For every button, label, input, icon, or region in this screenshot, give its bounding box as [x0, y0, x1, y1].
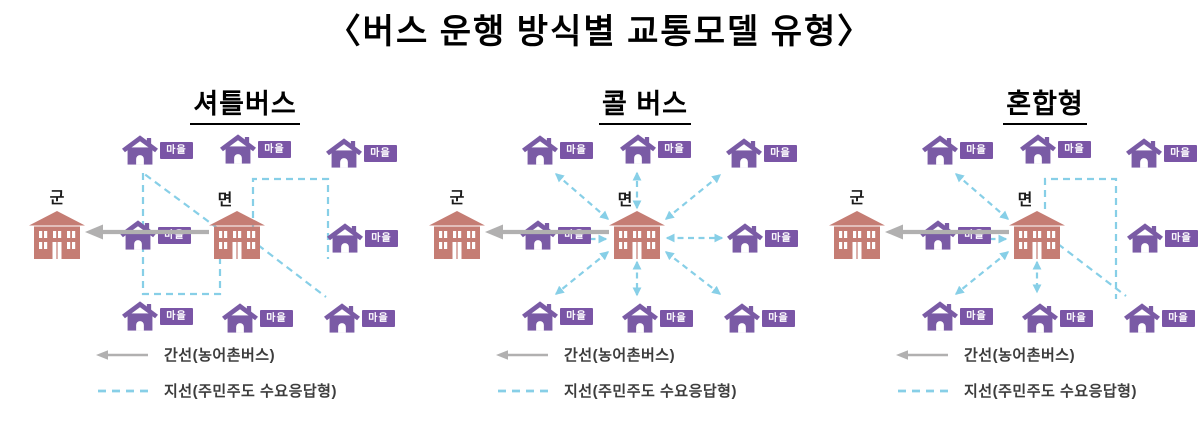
legend-branch-label: 지선(주민주도 수요응답형)	[564, 383, 737, 400]
legend-branch-label: 지선(주민주도 수요응답형)	[164, 383, 337, 400]
village-house-icon	[727, 223, 763, 253]
village-badge: 마을	[362, 310, 395, 327]
village-house-icon	[222, 303, 258, 333]
branch-route-loop	[1043, 177, 1127, 299]
village-badge: 마을	[1058, 141, 1091, 158]
panel-shuttle-bus: 셔틀버스 마을 마을 마을 마을 마을 마을	[0, 78, 400, 432]
township-building-icon	[1009, 211, 1065, 259]
village-house-icon	[1020, 134, 1056, 164]
panel-title: 콜 버스	[598, 82, 692, 125]
call-route-diagram	[429, 134, 763, 333]
legend-trunk-arrow-icon	[496, 349, 548, 360]
village-house-icon	[922, 135, 958, 165]
county-building-icon	[829, 211, 885, 259]
panel-title-wrap: 혼합형	[890, 82, 1200, 125]
legend: 간선(농어촌버스) 지선(주민주도 수요응답형)	[92, 344, 337, 401]
village-house-icon	[920, 220, 956, 250]
village-house-icon	[622, 303, 658, 333]
village-badge: 마을	[258, 141, 291, 158]
county-building-icon	[29, 211, 85, 259]
township-building-icon	[609, 211, 665, 259]
township-building-icon	[209, 211, 265, 259]
panel-title-wrap: 콜 버스	[490, 82, 800, 125]
panel-mixed: 혼합형	[800, 78, 1200, 432]
village-badge: 마을	[160, 142, 193, 159]
village-house-icon	[620, 134, 656, 164]
village-house-icon	[122, 301, 158, 331]
legend: 간선(농어촌버스) 지선(주민주도 수요응답형)	[492, 344, 737, 401]
village-house-icon	[1124, 303, 1160, 333]
village-badge: 마을	[1164, 145, 1197, 162]
village-badge: 마을	[560, 142, 593, 159]
village-house-icon	[122, 135, 158, 165]
legend-branch-label: 지선(주민주도 수요응답형)	[964, 383, 1137, 400]
village-house-icon	[324, 303, 360, 333]
county-label: 군	[49, 190, 65, 207]
figure-title: 〈버스 운행 방식별 교통모델 유형〉	[326, 14, 874, 51]
village-house-icon	[522, 301, 558, 331]
county-building-icon	[429, 211, 485, 259]
village-house-icon	[1022, 303, 1058, 333]
village-house-icon	[220, 134, 256, 164]
village-badge: 마을	[1165, 230, 1198, 247]
branch-demand-arrows	[554, 171, 724, 297]
village-badge: 마을	[960, 308, 993, 325]
village-house-icon	[327, 223, 363, 253]
township-label: 면	[1017, 192, 1033, 209]
panel-title: 셔틀버스	[190, 82, 300, 125]
village-badge: 마을	[958, 227, 991, 244]
legend-branch-line-icon	[898, 389, 948, 392]
legend-trunk-arrow-icon	[96, 349, 148, 360]
legend-branch-item: 지선(주민주도 수요응답형)	[492, 380, 737, 401]
legend: 간선(농어촌버스) 지선(주민주도 수요응답형)	[892, 344, 1137, 401]
village-badge: 마을	[762, 310, 795, 327]
village-house-icon	[522, 135, 558, 165]
legend-branch-line-icon	[98, 389, 148, 392]
legend-trunk-label: 간선(농어촌버스)	[164, 347, 276, 364]
panel-title-wrap: 셔틀버스	[90, 82, 400, 125]
village-badge: 마을	[660, 310, 693, 327]
village-house-icon	[120, 220, 156, 250]
legend-trunk-label: 간선(농어촌버스)	[564, 347, 676, 364]
legend-trunk-item: 간선(농어촌버스)	[892, 344, 1137, 365]
village-badge: 마을	[960, 142, 993, 159]
village-badge: 마을	[1060, 310, 1093, 327]
legend-branch-line-icon	[498, 389, 548, 392]
village-house-icon	[726, 138, 762, 168]
village-badge: 마을	[1162, 310, 1195, 327]
county-label: 군	[449, 190, 465, 207]
village-badge: 마을	[765, 230, 798, 247]
county-label: 군	[849, 190, 865, 207]
legend-branch-item: 지선(주민주도 수요응답형)	[92, 380, 337, 401]
legend-branch-item: 지선(주민주도 수요응답형)	[892, 380, 1137, 401]
village-badge: 마을	[764, 145, 797, 162]
village-house-icon	[326, 138, 362, 168]
village-house-icon	[1126, 138, 1162, 168]
township-label: 면	[617, 192, 633, 209]
village-house-icon	[520, 220, 556, 250]
legend-trunk-label: 간선(농어촌버스)	[964, 347, 1076, 364]
village-badge: 마을	[560, 308, 593, 325]
legend-trunk-item: 간선(농어촌버스)	[92, 344, 337, 365]
village-house-icon	[1127, 223, 1163, 253]
panel-call-bus: 콜 버스	[400, 78, 800, 432]
township-label: 면	[217, 192, 233, 209]
village-house-icon	[724, 303, 760, 333]
village-badge: 마을	[160, 308, 193, 325]
legend-trunk-arrow-icon	[896, 349, 948, 360]
panel-title: 혼합형	[1003, 82, 1087, 125]
village-house-icon	[922, 301, 958, 331]
legend-trunk-item: 간선(농어촌버스)	[492, 344, 737, 365]
village-badge: 마을	[658, 141, 691, 158]
village-badge: 마을	[558, 227, 591, 244]
village-badge: 마을	[364, 145, 397, 162]
village-badge: 마을	[158, 227, 191, 244]
village-badge: 마을	[365, 230, 398, 247]
village-badge: 마을	[260, 310, 293, 327]
